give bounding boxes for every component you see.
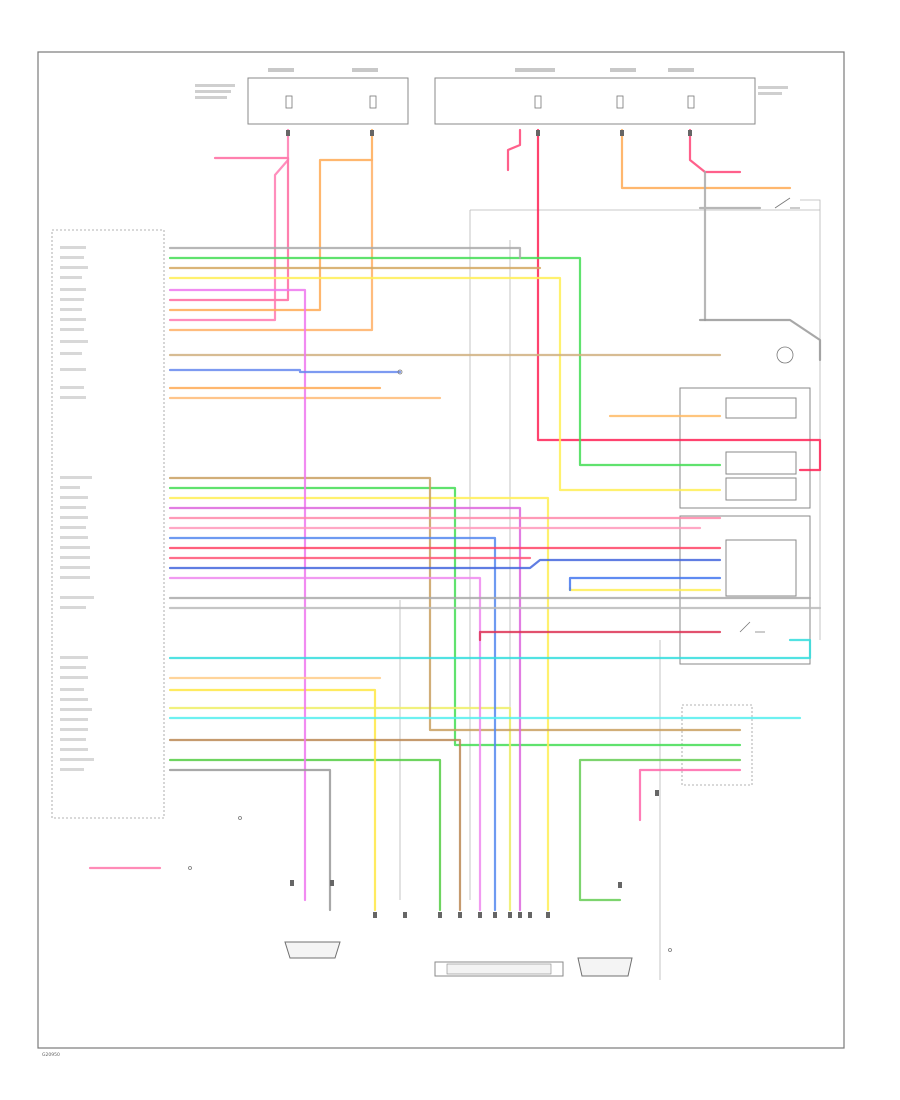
wire-yellow-3 — [168, 688, 377, 912]
sensor-fluid-temp — [434, 961, 564, 977]
wire-orange-2 — [168, 158, 374, 332]
wire-pink-1 — [168, 156, 290, 302]
wire-violet-1 — [168, 288, 307, 902]
wire-tan-2 — [168, 476, 742, 732]
wire-brown-1 — [168, 738, 462, 912]
sensor-output-speed — [577, 957, 633, 977]
guide-lines — [399, 199, 821, 980]
cluster-indicator-2 — [725, 451, 797, 475]
wire-yellow-4 — [168, 706, 512, 912]
fuse-block-labels — [195, 68, 788, 99]
wire-green-4 — [578, 758, 742, 902]
wire-red-short — [506, 128, 522, 172]
wire-orange-3 — [620, 128, 792, 190]
footer-code: G20950 — [42, 1052, 60, 1058]
ecm-connector-block — [51, 229, 165, 819]
wire-green-3 — [168, 758, 442, 912]
fuse-block-right — [434, 77, 756, 125]
cluster-indicator-3 — [725, 477, 797, 501]
wire-blue-3 — [168, 368, 402, 374]
wire-connectors — [286, 130, 692, 918]
wire-violet-2 — [168, 506, 522, 912]
wire-orange-1 — [168, 128, 374, 312]
wire-violet-3 — [168, 576, 482, 912]
wire-blue-1 — [168, 536, 497, 912]
wire-harness — [88, 128, 822, 912]
sensor-input-speed — [284, 941, 341, 959]
wire-green-1 — [168, 256, 722, 467]
cluster-indicator-1 — [725, 397, 797, 419]
wire-yellow-5 — [568, 586, 722, 592]
wire-gray-5 — [698, 170, 762, 322]
wire-pink-5 — [638, 768, 742, 822]
wire-red-4 — [478, 630, 722, 642]
pressure-switch-assembly — [725, 539, 797, 597]
wire-yellow-2 — [168, 496, 550, 912]
wire-gray-6 — [698, 318, 822, 362]
fuses — [285, 95, 695, 109]
wire-red-main — [536, 128, 822, 472]
ecm-pin-markers — [60, 246, 94, 771]
wire-blue-2 — [168, 558, 722, 570]
wire-yellow-1 — [168, 276, 722, 492]
diagram-frame — [37, 51, 845, 1049]
bottom-sensors — [284, 941, 633, 977]
wire-gray-4 — [168, 768, 332, 912]
instrument-cluster — [679, 387, 811, 509]
wire-cyan-1 — [168, 638, 812, 660]
wire-green-2 — [168, 486, 742, 747]
fuse-block-left — [247, 77, 409, 125]
wire-gray-1 — [168, 246, 522, 260]
switch-symbols — [188, 197, 800, 952]
wire-pink-2 — [168, 128, 290, 322]
wire-red-right — [688, 128, 742, 174]
sensor-fluid-temp-body — [446, 963, 552, 975]
wire-blue-4 — [568, 576, 722, 592]
